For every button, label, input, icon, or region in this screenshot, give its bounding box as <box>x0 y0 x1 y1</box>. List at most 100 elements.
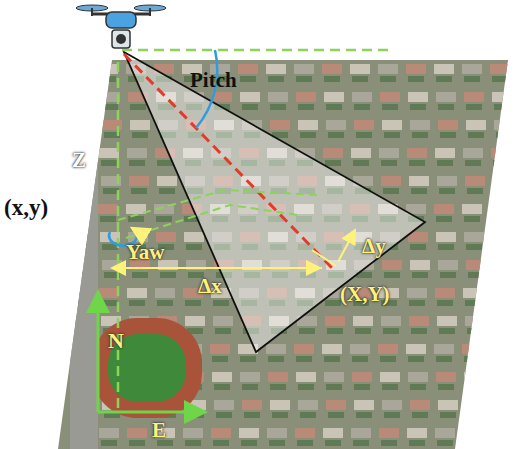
tree-row <box>76 132 92 138</box>
building <box>436 92 456 102</box>
tree-row <box>382 104 398 110</box>
tree-row <box>438 384 454 390</box>
tree-row <box>409 160 425 166</box>
building <box>406 344 426 354</box>
tree-row <box>380 356 396 362</box>
building <box>351 148 371 158</box>
tree-row <box>352 356 368 362</box>
z-axis-line <box>117 62 120 412</box>
building <box>294 64 314 74</box>
drone-icon <box>76 5 166 48</box>
tree-row <box>493 160 509 166</box>
building <box>494 260 514 270</box>
building <box>410 400 430 410</box>
building <box>466 120 486 130</box>
building <box>434 204 454 214</box>
building <box>491 148 511 158</box>
building <box>323 148 343 158</box>
building <box>408 92 428 102</box>
tree-row <box>492 216 508 222</box>
tree-row <box>356 412 372 418</box>
building <box>382 120 402 130</box>
building <box>298 120 318 130</box>
tree-row <box>101 160 117 166</box>
diagram-label: Pitch <box>190 70 237 91</box>
building <box>494 400 514 410</box>
tree-row <box>436 76 452 82</box>
building <box>242 400 262 410</box>
tree-row <box>74 104 90 110</box>
diagram-label: E <box>152 420 166 441</box>
building <box>155 288 175 298</box>
tree-row <box>440 412 456 418</box>
yaw-reference <box>126 205 298 238</box>
building <box>324 372 344 382</box>
tree-row <box>409 440 425 446</box>
building <box>270 400 290 410</box>
tree-row <box>495 328 511 334</box>
building <box>324 92 344 102</box>
building <box>267 428 287 438</box>
building <box>463 288 483 298</box>
tree-row <box>75 188 91 194</box>
tree-row <box>410 384 426 390</box>
building <box>99 288 119 298</box>
tree-row <box>244 412 260 418</box>
building <box>326 120 346 130</box>
tree-row <box>412 132 428 138</box>
tree-row <box>496 272 512 278</box>
building <box>490 344 510 354</box>
tree-row <box>100 216 116 222</box>
tree-row <box>296 76 312 82</box>
tree-row <box>157 300 173 306</box>
tree-row <box>101 300 117 306</box>
building <box>323 428 343 438</box>
building <box>380 92 400 102</box>
tree-row <box>439 188 455 194</box>
building <box>266 344 286 354</box>
building <box>466 260 486 270</box>
building <box>130 120 150 130</box>
building <box>378 344 398 354</box>
building <box>379 428 399 438</box>
building <box>351 428 371 438</box>
building <box>437 176 457 186</box>
building <box>437 316 457 326</box>
tree-row <box>411 188 427 194</box>
building <box>438 260 458 270</box>
tree-row <box>156 216 172 222</box>
building <box>462 344 482 354</box>
tree-row <box>436 356 452 362</box>
dx-arrow <box>112 267 322 269</box>
building <box>435 428 455 438</box>
building <box>492 372 512 382</box>
building <box>435 288 455 298</box>
building <box>438 120 458 130</box>
tree-row <box>356 132 372 138</box>
tree-row <box>299 328 315 334</box>
tree-row <box>408 76 424 82</box>
tree-row <box>213 440 229 446</box>
horizon-line <box>122 49 390 52</box>
tree-row <box>409 300 425 306</box>
building <box>350 344 370 354</box>
tree-row <box>325 160 341 166</box>
tree-row <box>468 132 484 138</box>
tree-row <box>132 272 148 278</box>
tree-row <box>492 76 508 82</box>
tree-row <box>353 160 369 166</box>
tree-row <box>384 132 400 138</box>
tree-row <box>129 440 145 446</box>
building <box>99 148 119 158</box>
tree-row <box>408 356 424 362</box>
building <box>490 204 510 214</box>
tree-row <box>102 104 118 110</box>
building <box>491 428 511 438</box>
tree-row <box>410 104 426 110</box>
building <box>492 232 512 242</box>
building <box>296 372 316 382</box>
building <box>409 176 429 186</box>
tree-row <box>384 272 400 278</box>
tree-row <box>270 104 286 110</box>
tree-row <box>72 216 88 222</box>
